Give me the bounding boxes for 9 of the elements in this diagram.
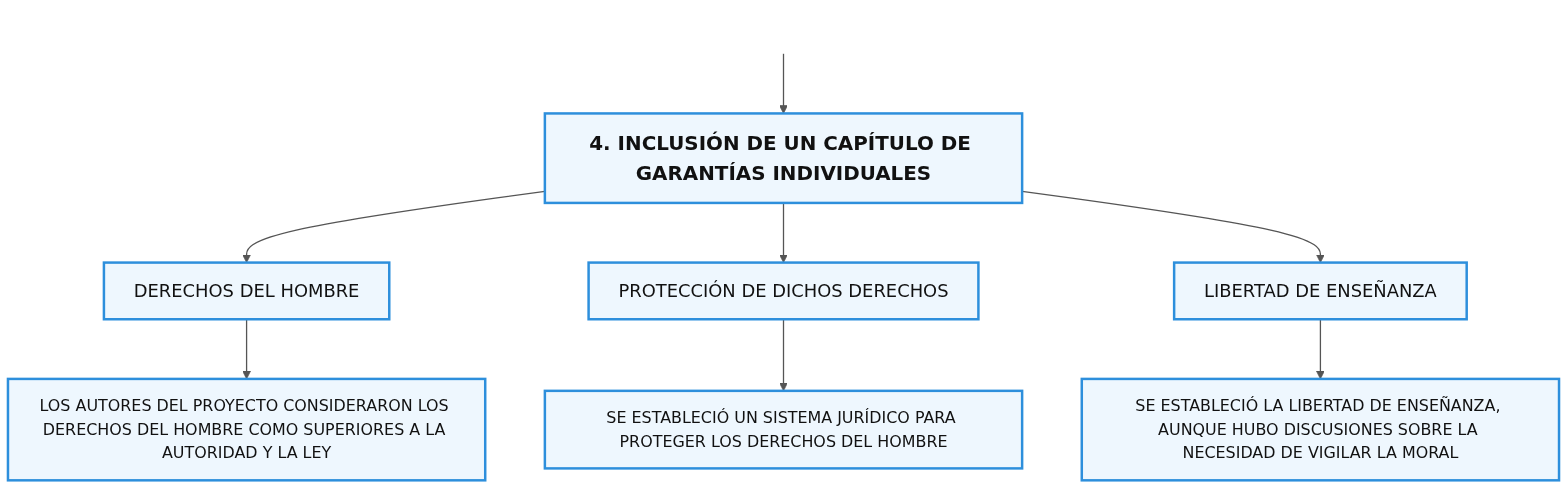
node-box [102, 261, 391, 321]
node-box [1172, 261, 1468, 321]
arrow [779, 202, 788, 263]
node-box [1080, 377, 1561, 482]
node-box [543, 389, 1024, 470]
node-box [6, 377, 487, 482]
node-box [587, 261, 980, 321]
arrow [779, 53, 788, 114]
node-box [543, 112, 1024, 205]
